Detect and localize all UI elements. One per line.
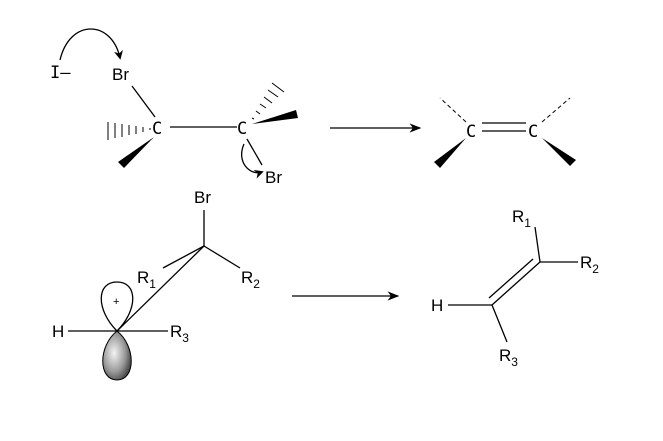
iodide-label: I– — [50, 63, 71, 83]
carbon-right-label: C — [237, 119, 247, 139]
product-h-label: H — [431, 296, 443, 315]
wedge-bond-right-carbon — [252, 110, 298, 124]
hashed-bond-right-carbon — [251, 82, 285, 120]
p-orbital-empty-lobe — [100, 281, 134, 332]
top-reactant: I– Br C C — [50, 28, 298, 187]
bottom-reactant: Br R1 R2 + H R3 — [52, 188, 260, 381]
product-r2-label: R2 — [580, 253, 599, 276]
r3-label: R3 — [170, 322, 189, 345]
dashed-bond-right-upper — [541, 97, 571, 123]
hashed-bond-left-carbon — [107, 122, 151, 140]
double-bond-outer — [491, 261, 541, 306]
product-r3-label: R3 — [499, 346, 518, 369]
p-orbital-filled-lobe — [102, 330, 132, 381]
br-top-label: Br — [112, 65, 129, 84]
bond-c2-r3 — [491, 304, 508, 343]
curved-arrow-br-leaving — [241, 143, 264, 179]
curved-arrow-iodide — [59, 28, 123, 61]
br-bottom-label: Br — [265, 168, 282, 187]
bottom-product: R1 R2 H R3 — [431, 207, 599, 369]
bond-carbon-cation — [116, 245, 205, 332]
br-label-bottom: Br — [194, 188, 211, 207]
bond-carbon-r2 — [203, 245, 241, 269]
wedge-bond-product-right — [542, 138, 576, 166]
bond-r1-c1 — [534, 226, 541, 263]
wedge-bond-left-carbon — [118, 137, 154, 168]
bond-c-right-br — [246, 138, 263, 166]
product-carbon-right-label: C — [528, 122, 538, 142]
bond-carbon-r1 — [162, 245, 205, 269]
top-product: C C — [434, 97, 576, 168]
product-r1-label: R1 — [512, 207, 531, 230]
dashed-bond-left-upper — [439, 97, 467, 123]
plus-charge-label: + — [113, 296, 119, 308]
product-carbon-left-label: C — [466, 122, 476, 142]
wedge-bond-product-left — [434, 138, 466, 168]
r1-label: R1 — [137, 268, 156, 291]
r2-label: R2 — [241, 268, 260, 291]
bond-br-c-left — [131, 85, 156, 118]
h-label: H — [52, 322, 64, 341]
double-bond-inner — [488, 258, 534, 299]
carbon-left-label: C — [152, 119, 162, 139]
